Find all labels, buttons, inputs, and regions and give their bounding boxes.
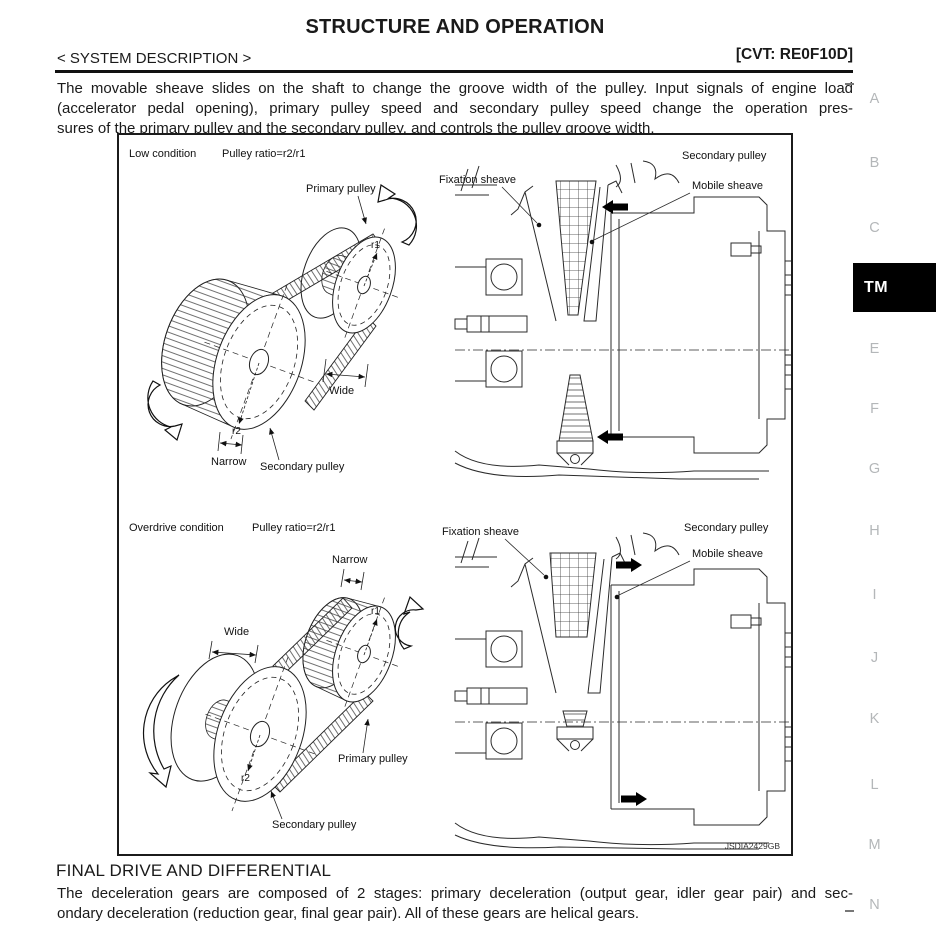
secondary-pulley-label: Secondary pulley <box>272 819 357 831</box>
final-drive-line: The deceleration gears are composed of 2… <box>57 885 853 902</box>
margin-letter-g: G <box>868 461 882 477</box>
intro-line: sures of the primary pulley and the seco… <box>57 120 655 137</box>
rotation-arrow-icon <box>147 380 183 442</box>
low-condition-label: Low condition <box>129 148 196 160</box>
figure-code: JSDIA2429GB <box>725 841 781 851</box>
final-drive-line: ondary deceleration (reduction gear, fin… <box>57 905 640 922</box>
secondary-pulley-front <box>204 284 314 440</box>
narrow-label: Narrow <box>211 456 247 468</box>
margin-letter-h: H <box>869 523 881 539</box>
margin-letter-j: J <box>870 650 880 666</box>
r1-label: r1 <box>371 240 380 251</box>
print-tick <box>845 83 854 85</box>
rotation-arrow-icon <box>377 184 418 246</box>
print-tick <box>845 910 854 912</box>
margin-letter-e: E <box>869 341 881 357</box>
xsec-bottom-diagram: Fixation sheave Secondary pulley Mobile … <box>442 522 791 850</box>
low-condition-diagram: Low condition Pulley ratio=r2/r1 <box>129 148 418 473</box>
wide-label: Wide <box>224 626 249 638</box>
secondary-pulley-front <box>205 656 315 812</box>
figure-drawing: Low condition Pulley ratio=r2/r1 <box>129 148 791 851</box>
belt-section <box>549 552 597 638</box>
header-rule <box>55 70 853 73</box>
belt-strap-lower <box>270 691 374 793</box>
margin-letter-f: F <box>870 401 880 417</box>
right-arrow-icon <box>621 792 647 806</box>
margin-tab-tm: TM <box>853 263 936 312</box>
final-drive-heading: FINAL DRIVE AND DIFFERENTIAL <box>56 861 332 880</box>
mobile-sheave-label: Mobile sheave <box>692 548 763 560</box>
narrow-label: Narrow <box>332 554 368 566</box>
left-arrow-icon <box>602 200 628 214</box>
low-ratio-label: Pulley ratio=r2/r1 <box>222 148 305 160</box>
secondary-pulley-label: Secondary pulley <box>682 150 767 162</box>
rotation-arrow-icon <box>394 595 425 650</box>
mobile-sheave-shape <box>583 184 609 322</box>
overdrive-ratio-label: Pulley ratio=r2/r1 <box>252 522 335 534</box>
xsec-top-diagram: Fixation sheave Secondary pulley Mobile … <box>439 150 791 480</box>
margin-letter-m: M <box>868 837 882 853</box>
model-code-badge: [CVT: RE0F10D] <box>735 46 853 63</box>
rotation-arrow-icon <box>142 674 180 789</box>
secondary-pulley-label: Secondary pulley <box>684 522 769 534</box>
left-arrow-icon <box>597 430 623 444</box>
intro-line: The movable sheave slides on the shaft t… <box>57 80 853 97</box>
belt-strap-lower <box>304 316 377 411</box>
margin-letter-n: N <box>869 897 881 913</box>
fixation-sheave-label: Fixation sheave <box>442 526 519 538</box>
right-arrow-icon <box>616 558 642 572</box>
overdrive-condition-label: Overdrive condition <box>129 522 224 534</box>
section-heading: < SYSTEM DESCRIPTION > <box>57 50 252 67</box>
wide-label: Wide <box>329 385 354 397</box>
primary-pulley-label: Primary pulley <box>306 183 376 195</box>
margin-letter-l: L <box>870 777 880 793</box>
margin-letter-a: A <box>869 91 881 107</box>
r2-label: r2 <box>232 426 241 437</box>
primary-pulley-label: Primary pulley <box>338 753 408 765</box>
r1-label: r1 <box>371 606 380 617</box>
fixation-sheave-shape <box>510 185 534 216</box>
overdrive-diagram: Overdrive condition Pulley ratio=r2/r1 <box>129 522 425 831</box>
page-title: STRUCTURE AND OPERATION <box>305 16 605 38</box>
margin-letter-b: B <box>869 155 881 171</box>
intro-line: (accelerator pedal opening), primary pul… <box>57 100 853 117</box>
mobile-sheave-shape <box>587 556 613 694</box>
figure-box: Low condition Pulley ratio=r2/r1 <box>117 133 793 856</box>
final-drive-paragraph: The deceleration gears are composed of 2… <box>57 884 853 924</box>
intro-paragraph: The movable sheave slides on the shaft t… <box>57 79 853 139</box>
belt-section <box>555 180 597 316</box>
margin-letter-i: I <box>872 587 878 603</box>
mobile-sheave-label: Mobile sheave <box>692 180 763 192</box>
margin-letter-k: K <box>869 711 881 727</box>
margin-letter-c: C <box>869 220 881 236</box>
fixation-sheave-label: Fixation sheave <box>439 174 516 186</box>
secondary-pulley-label: Secondary pulley <box>260 461 345 473</box>
r2-label: r2 <box>241 773 250 784</box>
